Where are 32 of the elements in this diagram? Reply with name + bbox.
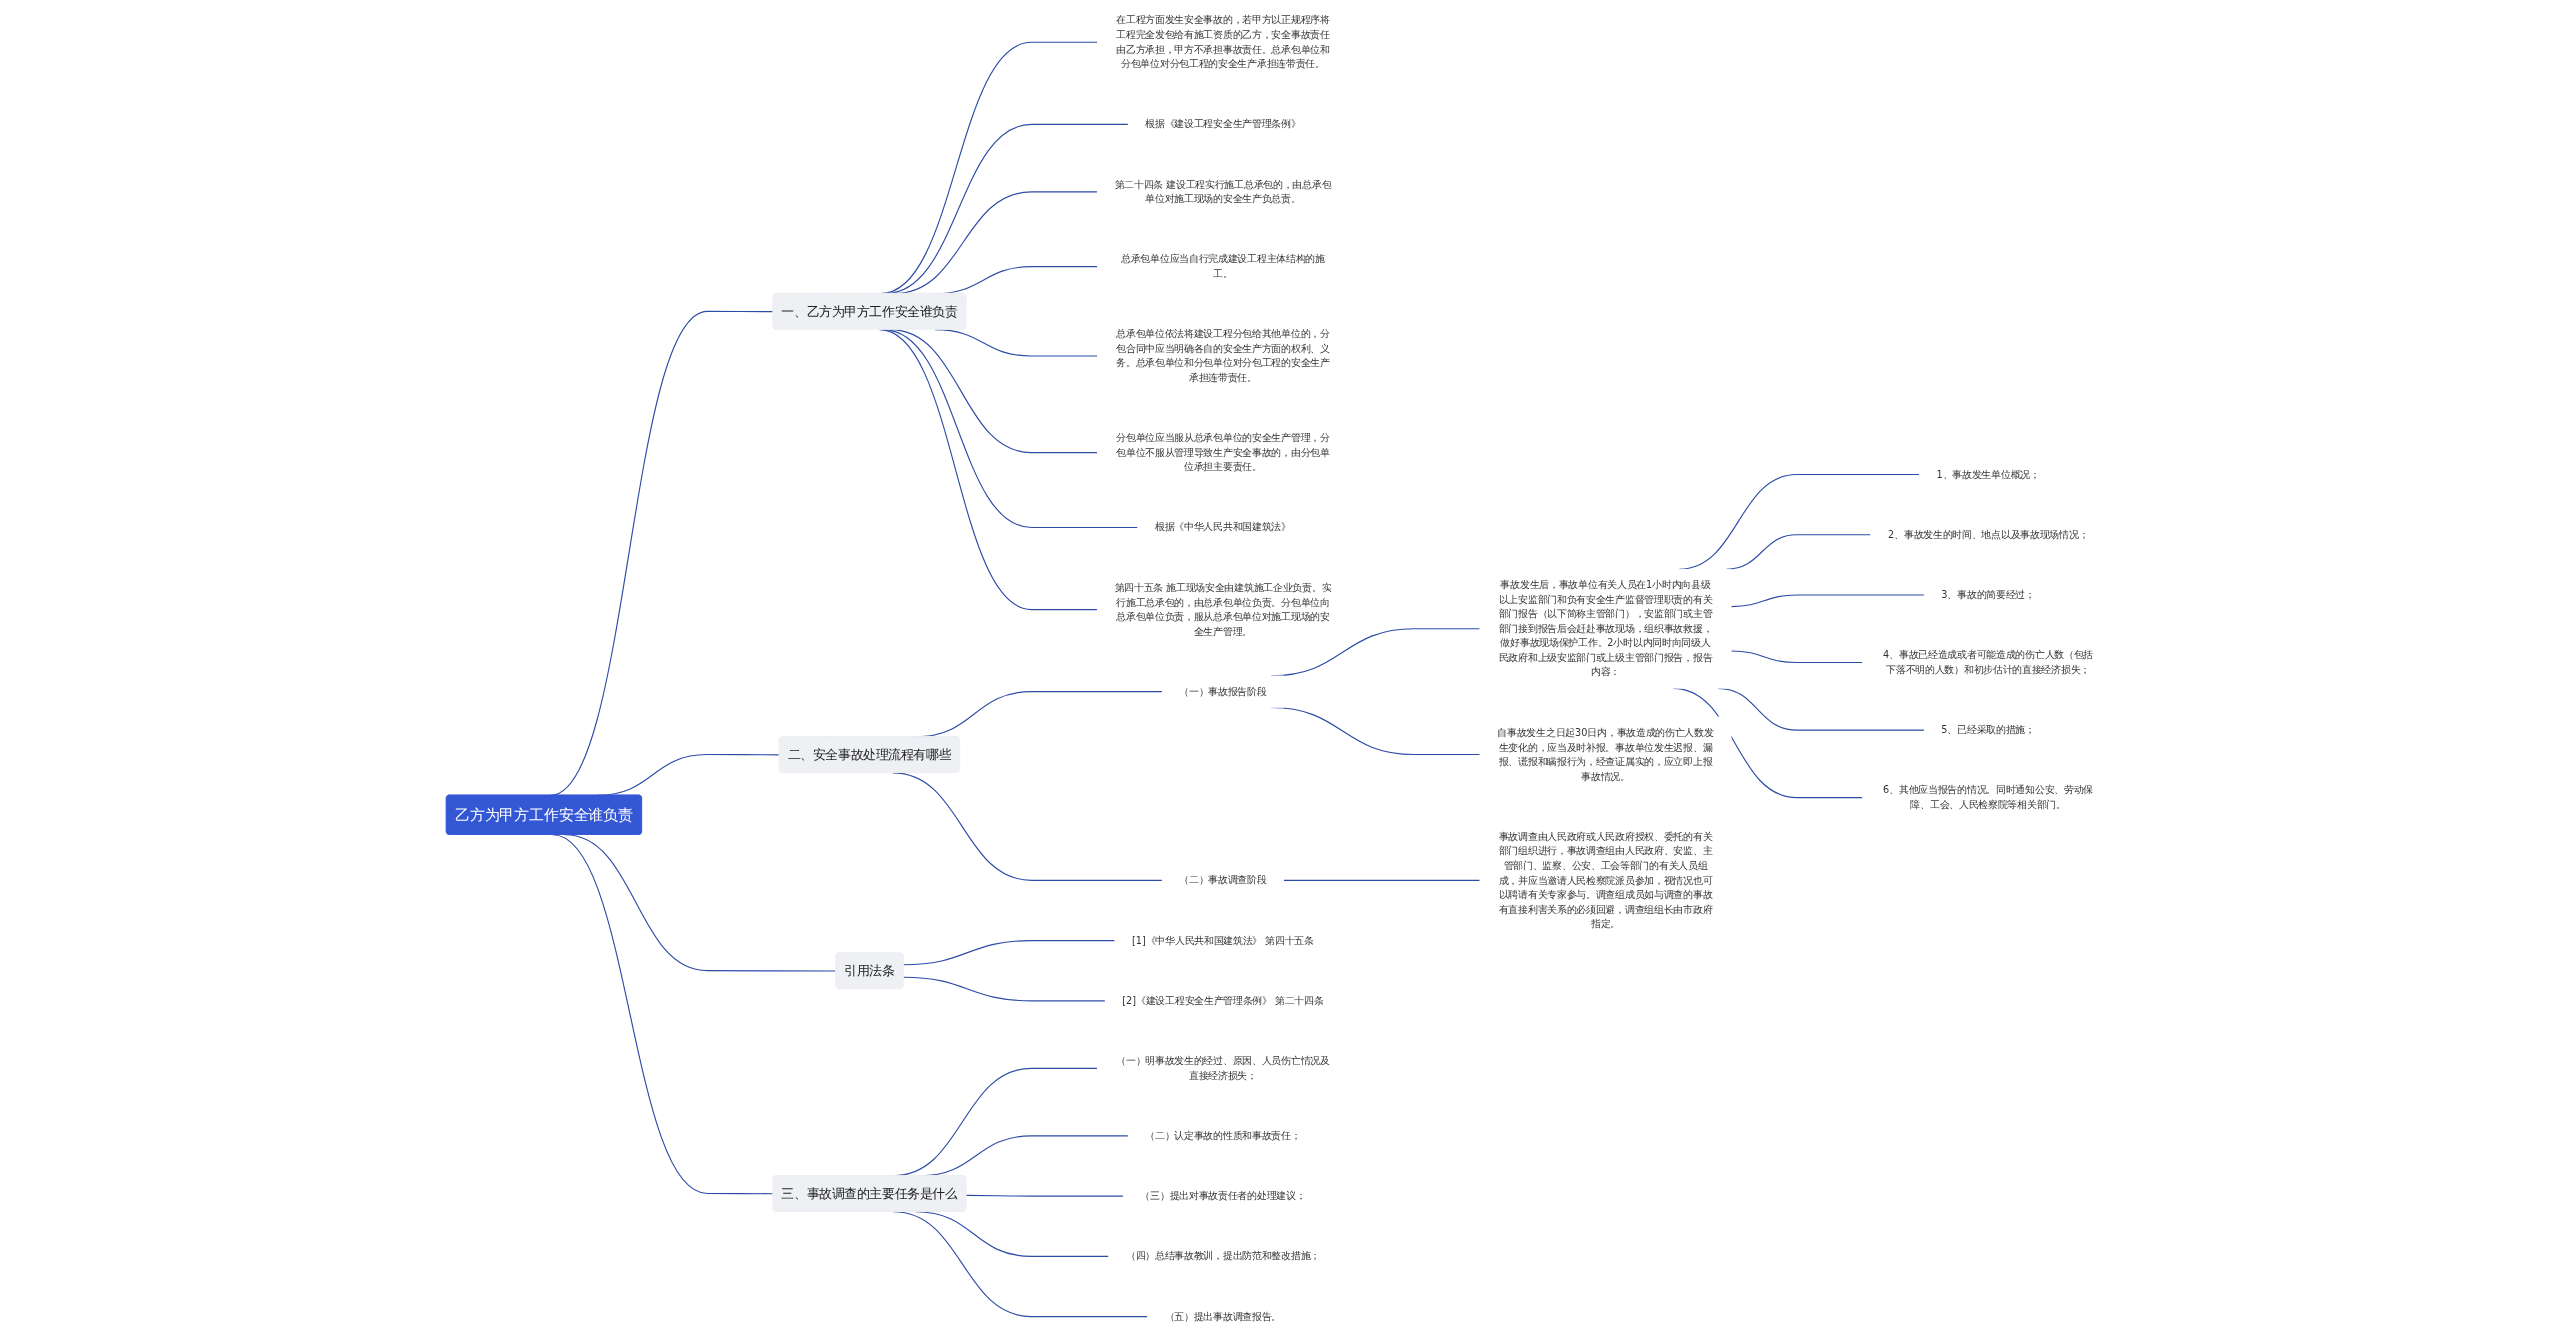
connector [902,940,1116,966]
node-text: 在工程方面发生安全事故的，若甲方以正规程序将工程完全发包给有施工资质的乙方，安全事故责任由乙方承担，甲方不承担事故责任。总承包单位和分包单位对分包工程的安全生产承担连带责任。 [1116,14,1330,70]
connector [902,976,1106,1002]
node-text: （五）提出事故调查报告。 [1164,1310,1282,1322]
node-text: （一）事故报告阶段 [1179,685,1267,697]
node-text: 自事故发生之日起30日内，事故造成的伤亡人数发生变化的，应当及时补报。事故单位发生迟报、漏报、谎报和瞒报行为，经查证属实的，应立即上报事故情况。 [1497,726,1714,782]
node-text: （一）明事故发生的经过、原因、人员伤亡情况及直接经济损失； [1116,1054,1330,1081]
node-text: 第四十五条 施工现场安全由建筑施工企业负责。实行施工总承包的，由总承包单位负责。分包单位向总承包单位负责，服从总承包单位对施工现场的安全生产管理。 [1114,581,1332,637]
node-text: 根据《中华人民共和国建筑法》 [1154,521,1291,533]
node-text: [1]《中华人民共和国建筑法》 第四十五条 [1131,934,1314,946]
connector [1730,594,1925,608]
node-text: 6、其他应当报告的情况。同时通知公安、劳动保障、工会、人民检察院等相关部门。 [1883,784,2094,811]
node-text: 总承包单位应当自行完成建设工程主体结构的施工。 [1120,253,1325,280]
node-text: 4、事故已经造成或者可能造成的伤亡人数（包括下落不明的人数）和初步估计的直接经济损失； [1883,649,2094,676]
connector [1283,879,1481,881]
node-text: （四）总结事故教训，提出防范和整改措施； [1125,1250,1320,1262]
node-text: （三）提出对事故责任者的处理建议； [1140,1189,1306,1202]
node-text: 分包单位应当服从总承包单位的安全生产管理，分包单位不服从管理导致生产安全事故的，由分包单位承担主要责任。 [1116,431,1330,473]
node-text: 事故调查由人民政府或人民政府授权、委托的有关部门组织进行，事故调查组由人民政府、安监、主管部门、监察、公安、工会等部门的有关人员组成，并应当邀请人民检察院派员参加，视情况也可以聘请有关专家参与。调查组成员如与调查的事故有直接利害关系的必须回避，调查组组长由市政府指定。 [1498,830,1713,930]
node-text: 3、事故的简要经过； [1941,588,2035,601]
node-text: 总承包单位依法将建设工程分包给其他单位的，分包合同中应当明确各自的安全生产方面的权利、义务。总承包单位和分包单位对分包工程的安全生产承担连带责任。 [1116,328,1330,384]
node-text: 根据《建设工程安全生产管理条例》 [1145,118,1301,130]
node-text: 2、事故发生的时间、地点以及事故现场情况； [1887,528,2089,541]
node-text: 第二十四条 建设工程实行施工总承包的，由总承包单位对施工现场的安全生产负总责。 [1114,178,1332,205]
node-text: （二）事故调查阶段 [1179,874,1267,886]
connector [965,1194,1124,1197]
node-text: 1、事故发生单位概况； [1936,468,2040,480]
node-text: （二）认定事故的性质和事故责任； [1145,1129,1301,1142]
node-text: [2]《建设工程安全生产管理条例》 第二十四条 [1122,994,1324,1007]
node-text: 事故发生后，事故单位有关人员在1小时内向县级以上安监部门和负有安全生产监督管理职责的有关部门报告（以下简称主管部门），安监部门或主管部门接到报告后会赶赴事故现场，组织事故救援，做好事故现场保护工作。2小时以内同时向同级人民政府和上级安监部门或上级主管部门报告，报告内容： [1498,578,1713,678]
connector [1730,650,1863,664]
node-text: 5、已经采取的措施； [1941,723,2035,736]
